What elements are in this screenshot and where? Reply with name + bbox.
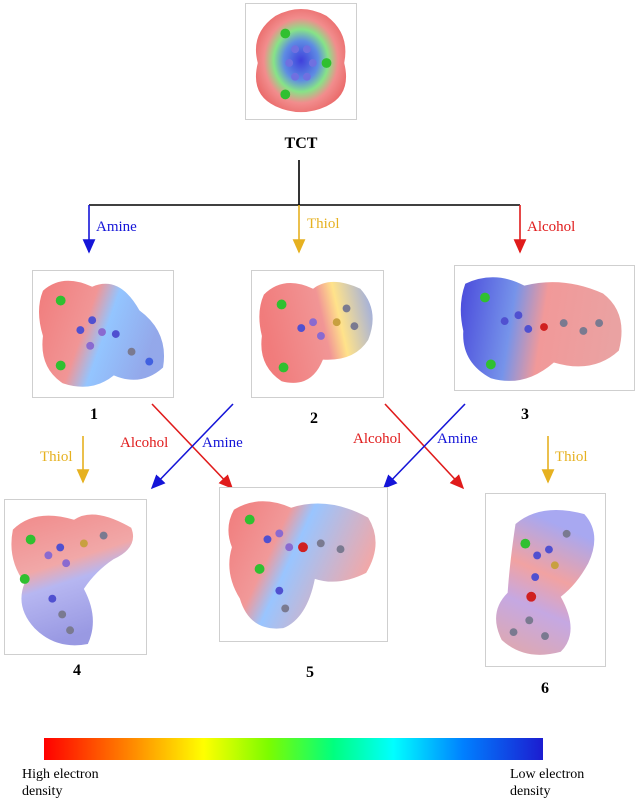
compound-5-image bbox=[219, 487, 388, 642]
compound-5-label: 5 bbox=[306, 664, 314, 681]
tct-label: TCT bbox=[284, 135, 318, 152]
thiol-label-right: Thiol bbox=[555, 449, 588, 465]
alcohol-label-left: Alcohol bbox=[120, 435, 169, 451]
amine-label-top: Amine bbox=[96, 219, 137, 235]
legend-low-line2: density bbox=[510, 784, 551, 799]
compound-4-label: 4 bbox=[73, 662, 81, 679]
legend-low-label: Low electron density bbox=[510, 766, 584, 800]
arrow-3-amine-to-5 bbox=[382, 403, 466, 490]
compound-1-label: 1 bbox=[90, 406, 98, 423]
arrow-2-amine-to-4 bbox=[150, 403, 234, 490]
legend-high-label: High electron density bbox=[22, 766, 99, 800]
compound-6-image bbox=[485, 493, 606, 667]
compound-3-label: 3 bbox=[521, 406, 529, 423]
alcohol-label-right: Alcohol bbox=[353, 431, 402, 447]
amine-label-left: Amine bbox=[202, 435, 243, 451]
compound-2-label: 2 bbox=[310, 410, 318, 427]
electron-density-color-scale bbox=[44, 738, 543, 760]
thiol-label-left: Thiol bbox=[40, 449, 73, 465]
alcohol-label-top: Alcohol bbox=[527, 219, 576, 235]
legend-low-line1: Low electron bbox=[510, 767, 585, 782]
tct-molecule-image bbox=[245, 3, 357, 120]
legend-high-line1: High electron bbox=[22, 767, 99, 782]
compound-4-image bbox=[4, 499, 147, 655]
compound-3-image bbox=[454, 265, 635, 391]
thiol-label-top: Thiol bbox=[307, 216, 340, 232]
amine-label-right: Amine bbox=[437, 431, 478, 447]
compound-2-image bbox=[251, 270, 384, 398]
legend-high-line2: density bbox=[22, 784, 63, 799]
compound-6-label: 6 bbox=[541, 680, 549, 697]
compound-1-image bbox=[32, 270, 174, 398]
